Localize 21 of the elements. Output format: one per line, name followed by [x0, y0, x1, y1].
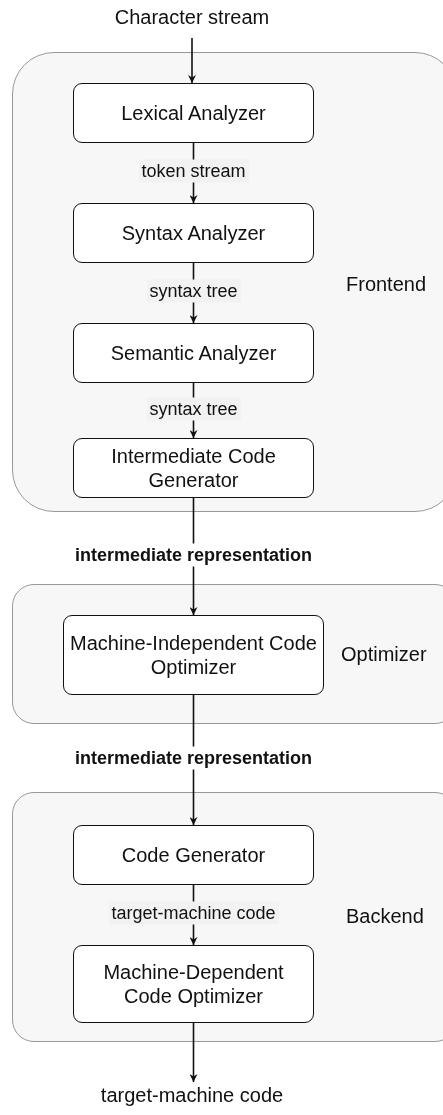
edge-label: syntax tree [146, 279, 241, 303]
stage-group [12, 792, 443, 1042]
stage-label: Backend [346, 905, 424, 928]
arrow [188, 37, 196, 84]
stage-group [12, 52, 443, 512]
process-box: Code Generator [73, 825, 314, 885]
edge-label: token stream [138, 159, 249, 183]
stream-text: target-machine code [72, 1084, 312, 1112]
stream-text: Character stream [92, 6, 292, 34]
process-box: Intermediate Code Generator [73, 438, 314, 498]
process-box: Semantic Analyzer [73, 323, 314, 383]
process-box: Syntax Analyzer [73, 203, 314, 263]
stage-label: Frontend [346, 273, 427, 296]
stage-label: Optimizer [341, 643, 427, 666]
edge-label: syntax tree [146, 397, 241, 420]
arrow [189, 1022, 198, 1083]
process-box: Machine-Dependent Code Optimizer [73, 945, 314, 1023]
process-box: Machine-Independent Code Optimizer [63, 615, 324, 695]
stage-group [12, 584, 443, 724]
process-box: Lexical Analyzer [73, 83, 314, 143]
edge-label: target-machine code [108, 901, 279, 925]
